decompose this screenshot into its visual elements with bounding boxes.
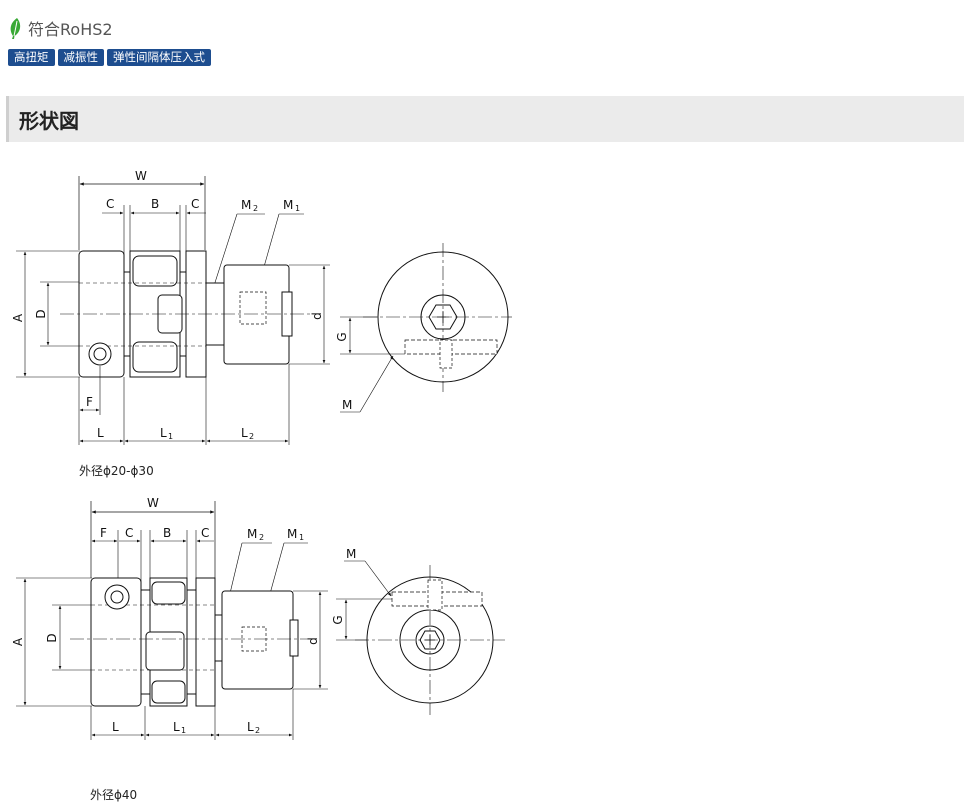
- drawing-1-caption: 外径ϕ20-ϕ30: [79, 464, 154, 478]
- leader-M-2: M: [344, 547, 392, 597]
- dimension-label: C: [191, 197, 199, 211]
- coupling-side-view-2: [70, 577, 312, 707]
- dimension-label: F: [86, 395, 93, 409]
- coupling-end-view-1: [363, 243, 512, 392]
- dimension-label: G: [331, 615, 345, 624]
- dim-d-2: d: [293, 590, 328, 690]
- dimension-label: A: [11, 313, 25, 322]
- dimension-label: 2: [259, 533, 264, 542]
- badge-vibration-damping: 减振性: [57, 49, 104, 66]
- dimension-label: M: [287, 527, 297, 541]
- dimension-label: D: [34, 309, 48, 318]
- badge-high-torque: 高扭矩: [8, 49, 55, 66]
- dimension-label: B: [163, 526, 171, 540]
- dimension-label: M: [342, 398, 352, 412]
- dimension-label: C: [106, 197, 114, 211]
- coupling-side-view-1: [60, 250, 310, 378]
- dim-d-1: d: [289, 264, 330, 365]
- dimension-label: B: [151, 197, 159, 211]
- dimension-label: 1: [295, 204, 300, 213]
- dimension-label: F: [100, 526, 107, 540]
- coupling-end-view-2: [355, 565, 505, 715]
- dim-F-1: F: [79, 366, 101, 415]
- dim-W-2: W: [90, 496, 216, 578]
- drawing-2-caption: 外径ϕ40: [90, 788, 138, 802]
- dimension-label: L: [241, 426, 248, 440]
- dimension-label: A: [11, 637, 25, 646]
- section-header: 形状図: [6, 96, 964, 142]
- dimension-label: L: [97, 426, 104, 440]
- dim-W-1: W: [78, 169, 206, 250]
- feature-badges: 高扭矩 减振性 弹性间隔体压入式: [8, 49, 211, 66]
- dimension-label: 2: [253, 204, 258, 213]
- dim-A-D-2: A D: [11, 577, 92, 707]
- rohs-label: 符合RoHS2: [28, 20, 113, 39]
- dimension-label: W: [147, 496, 159, 510]
- dimension-label: M: [283, 198, 293, 212]
- dimension-label: 2: [249, 432, 254, 441]
- dimension-label: C: [201, 526, 209, 540]
- dimension-label: 1: [181, 726, 186, 735]
- dimension-label: M: [346, 547, 356, 561]
- dim-G-2: G: [331, 598, 392, 641]
- dimension-label: 1: [299, 533, 304, 542]
- leader-M-1: M: [340, 355, 394, 413]
- section-title: 形状図: [19, 109, 79, 133]
- dimension-label: L: [173, 720, 180, 734]
- dimension-label: L: [112, 720, 119, 734]
- badge-press-fit-spacer: 弹性间隔体压入式: [107, 49, 211, 66]
- dimension-label: L: [247, 720, 254, 734]
- dim-A-D-1: A D: [11, 250, 80, 378]
- dimension-label: M: [241, 198, 251, 212]
- dimension-label: 2: [255, 726, 260, 735]
- dimension-label: M: [247, 527, 257, 541]
- dimension-label: L: [160, 426, 167, 440]
- dimension-label: W: [135, 169, 147, 183]
- dimension-label: C: [125, 526, 133, 540]
- dimension-label: d: [310, 312, 324, 320]
- dimension-label: G: [335, 332, 349, 341]
- leaf-icon: [10, 18, 21, 39]
- dimension-label: d: [306, 637, 320, 645]
- dimension-label: 1: [168, 432, 173, 441]
- rohs-compliance: 符合RoHS2: [8, 16, 113, 40]
- dim-G-1: G: [335, 316, 405, 355]
- dimension-label: D: [45, 633, 59, 642]
